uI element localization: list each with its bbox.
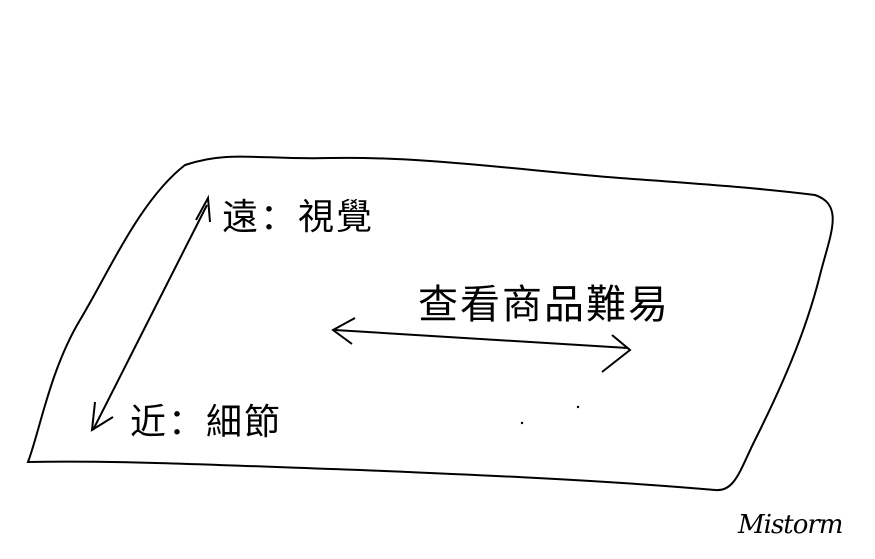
far-near-arrow bbox=[90, 194, 211, 432]
dot bbox=[520, 421, 524, 425]
card-outline bbox=[26, 155, 834, 492]
ease-double-arrow bbox=[331, 317, 632, 373]
product-viewing-ease-label: 查看商品難易 bbox=[418, 282, 670, 328]
far-visual-label: 遠：視覺 bbox=[222, 197, 375, 238]
dot bbox=[576, 405, 580, 409]
near-detail-label: 近：細節 bbox=[130, 402, 283, 443]
signature: Mistorm bbox=[738, 510, 843, 540]
